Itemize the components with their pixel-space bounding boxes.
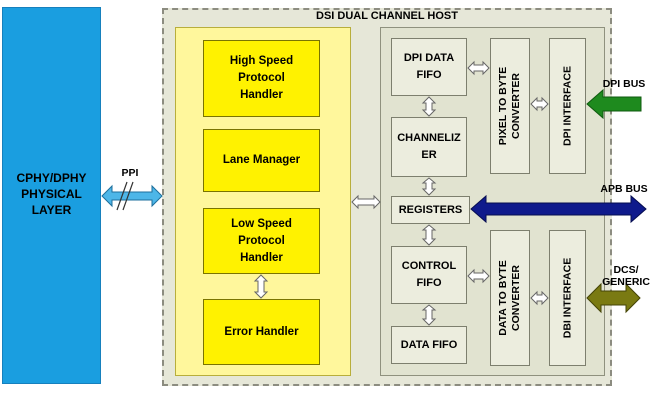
phy-layer-block: [2, 7, 101, 384]
apb-bus-label: APB BUS: [600, 183, 648, 195]
data-fifo: DATA FIFO: [391, 326, 467, 364]
dcs-generic-label: DCS/ GENERIC: [602, 264, 650, 288]
channel-horizontal-arrows: [467, 60, 549, 306]
high-speed-protocol-handler: High Speed Protocol Handler: [203, 40, 320, 117]
panel-link-arrow: [351, 194, 381, 210]
dpi-bus-arrow: [586, 88, 642, 120]
error-handler: Error Handler: [203, 299, 320, 365]
dpi-data-fifo: DPI DATA FIFO: [391, 38, 467, 96]
dpi-interface: DPI INTERFACE: [549, 38, 586, 174]
ppi-arrow: [101, 181, 163, 211]
channelizer: CHANNELIZ ER: [391, 117, 467, 177]
registers: REGISTERS: [391, 196, 470, 224]
data-to-byte-converter: DATA TO BYTE CONVERTER: [490, 230, 530, 366]
phy-layer-label: CPHY/DPHY PHYSICAL LAYER: [16, 171, 87, 217]
dbi-interface: DBI INTERFACE: [549, 230, 586, 366]
channel-vertical-arrows: [421, 96, 437, 326]
pixel-to-byte-converter: PIXEL TO BYTE CONVERTER: [490, 38, 530, 174]
ppi-label: PPI: [121, 167, 139, 179]
dpi-bus-label: DPI BUS: [602, 78, 646, 90]
lane-to-error-arrow: [253, 274, 269, 299]
dsi-host-title: DSI DUAL CHANNEL HOST: [316, 10, 458, 22]
control-fifo: CONTROL FIFO: [391, 246, 467, 304]
apb-bus-arrow: [470, 194, 647, 224]
low-speed-protocol-handler: Low Speed Protocol Handler: [203, 208, 320, 274]
dcs-generic-arrow: [586, 282, 641, 314]
lane-manager: Lane Manager: [203, 129, 320, 192]
